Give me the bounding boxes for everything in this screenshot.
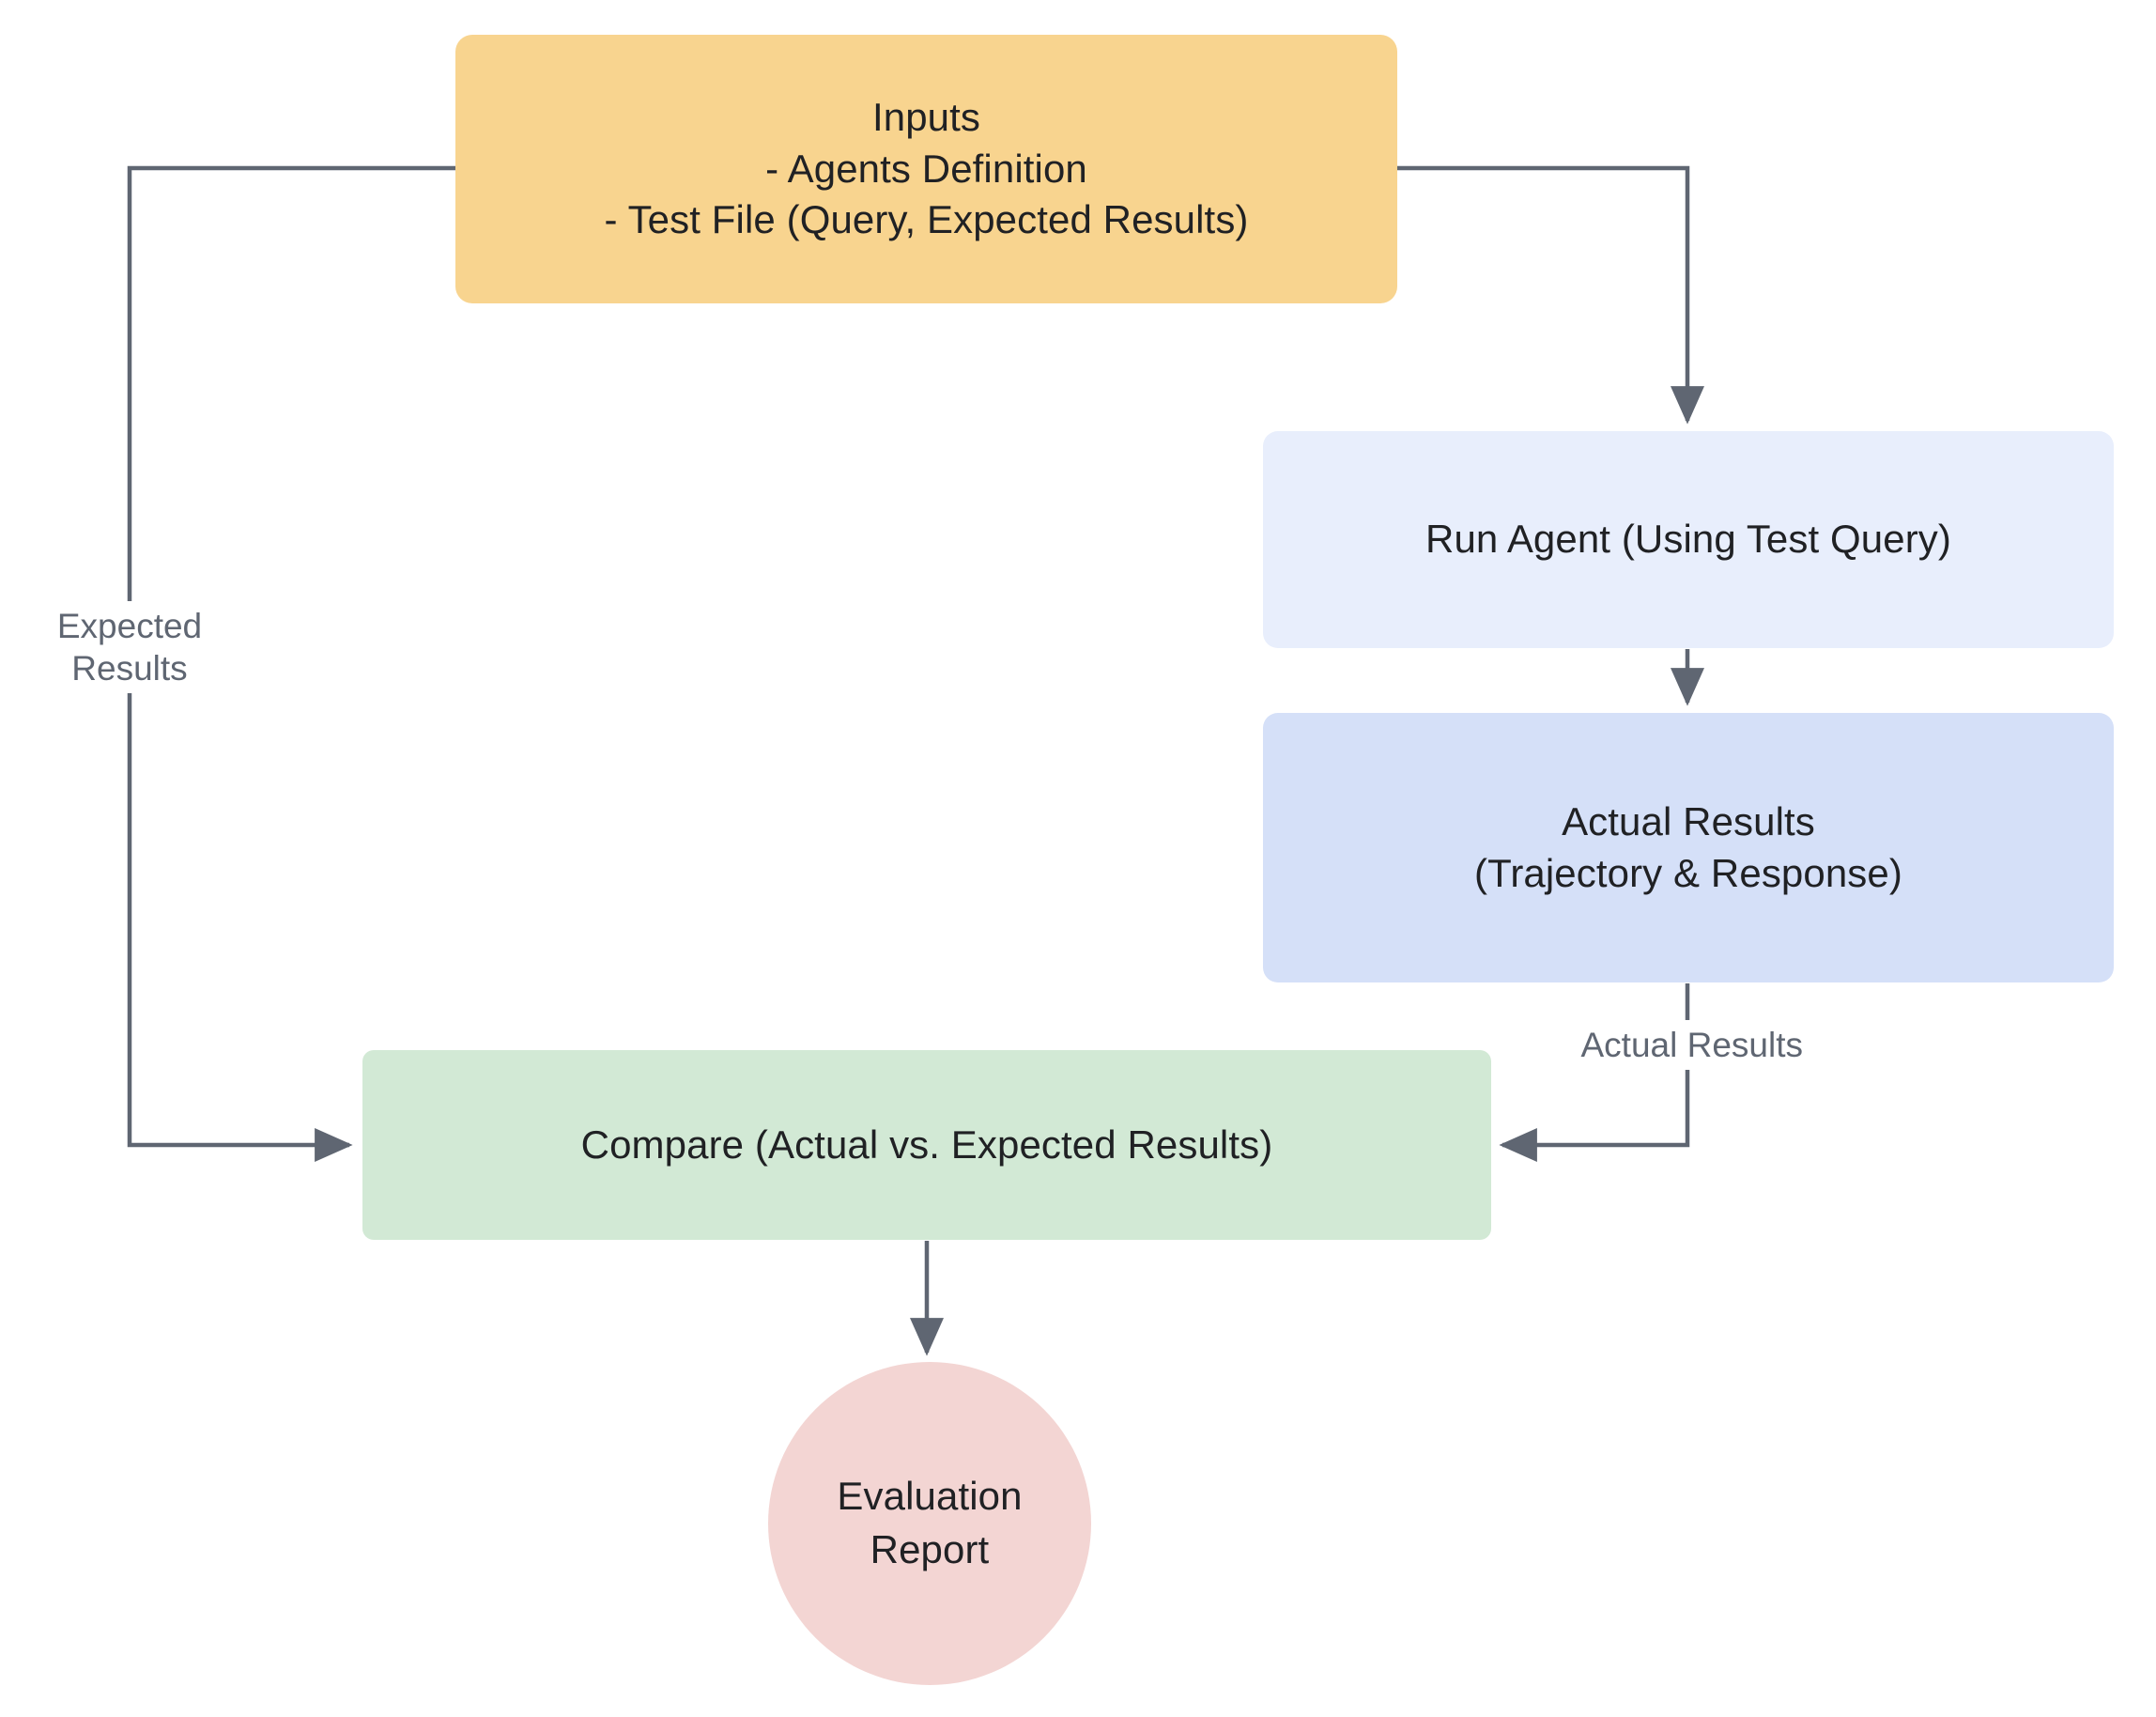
- node-evaluation-report[interactable]: Evaluation Report: [768, 1362, 1091, 1685]
- edge-inputs-to-run-agent: [1397, 165, 1704, 425]
- edge-label-expected-results: Expected Results: [21, 601, 239, 694]
- node-inputs[interactable]: Inputs - Agents Definition - Test File (…: [455, 35, 1397, 303]
- node-run-agent[interactable]: Run Agent (Using Test Query): [1263, 431, 2114, 648]
- edge-label-actual-results: Actual Results: [1521, 1020, 1803, 1071]
- node-compare[interactable]: Compare (Actual vs. Expected Results): [362, 1050, 1491, 1240]
- node-actual-results[interactable]: Actual Results (Trajectory & Response): [1263, 713, 2114, 982]
